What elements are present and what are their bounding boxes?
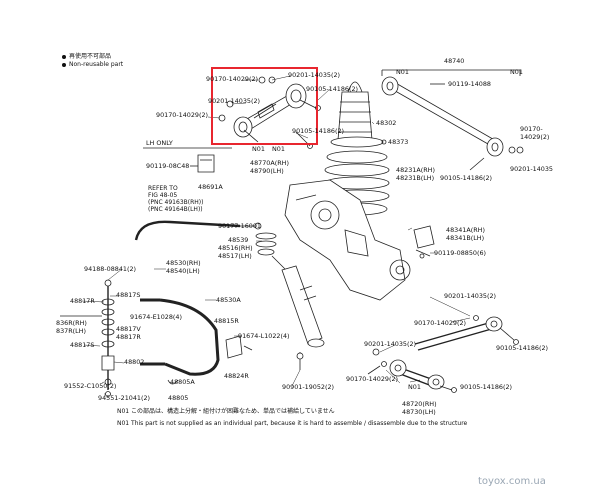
label-90170-r2: 14029(2) — [520, 133, 550, 141]
label-48691a: 48691A — [198, 183, 223, 191]
label-90105-14186-top: 90105-14186(2) — [306, 85, 359, 93]
label-48231a: 48231A(RH) — [396, 166, 435, 174]
legend-text-jp: 再使用不可部品 — [69, 53, 112, 60]
label-90105-14186-bm: 90105-14186(2) — [460, 383, 513, 391]
label-n01-e: N01 — [408, 383, 421, 391]
shock-mount-bracket — [413, 225, 435, 259]
label-48540-lh: 48540(LH) — [166, 267, 200, 275]
label-94188-08841: 94188-08841(2) — [84, 265, 137, 273]
label-48805a: 48805A — [170, 378, 195, 386]
label-48231b: 48231B(LH) — [396, 174, 435, 182]
label-48802: 48802 — [124, 358, 145, 366]
label-90201-14035-bl: 90201-14035(2) — [364, 340, 417, 348]
label-90170-14029-bl: 90170-14029(2) — [346, 375, 399, 383]
label-48817s-top: 48817S — [116, 291, 141, 299]
refer-line2: FIG 48-05 — [148, 192, 178, 199]
label-48790: 48790(LH) — [250, 167, 284, 175]
mount-bolt — [296, 352, 304, 370]
refer-note: REFER TO FIG 48-05 (PNC 49163B(RH)) (PNC… — [148, 185, 203, 213]
label-90177-16001: 90177-16001 — [218, 222, 261, 230]
highlight-box — [211, 67, 318, 145]
label-48730: 48730(LH) — [402, 408, 436, 416]
label-90119-08850: 90119-08850(6) — [434, 249, 487, 257]
stabilizer-bar — [134, 220, 253, 385]
label-48815r: 48815R — [214, 317, 239, 325]
label-90170-14029-top: 90170-14029(2) — [206, 75, 259, 83]
footnote-en: N01 This part is not supplied as an indi… — [117, 420, 468, 427]
lower-arm-upper — [414, 315, 519, 351]
axle-housing — [284, 179, 411, 301]
label-48341b: 48341B(LH) — [446, 234, 485, 242]
label-91674-e1028: 91674-E1028(4) — [130, 313, 182, 321]
label-836r: 836R(RH) — [56, 319, 87, 327]
label-n01-b: N01 — [272, 145, 285, 153]
label-90201-14035-mid: 90201-14035(2) — [208, 97, 261, 105]
watermark: toyox.com.ua — [478, 476, 546, 487]
refer-line3: (PNC 49163B(RH)) — [148, 199, 204, 206]
upper-control-arm — [233, 83, 307, 138]
label-90170-r: 90170- — [520, 125, 543, 133]
label-90201-14035-r: 90201-14035 — [510, 165, 553, 173]
label-48302: 48302 — [376, 119, 397, 127]
label-90201-14035-top: 90201-14035(2) — [288, 71, 341, 79]
label-48720: 48720(RH) — [402, 400, 437, 408]
label-90105-14186-r: 90105-14186(2) — [440, 174, 493, 182]
label-91552-c1050: 91552-C1050(2) — [64, 382, 117, 390]
label-48530-rh: 48530(RH) — [166, 259, 201, 267]
label-48373: 48373 — [388, 138, 409, 146]
lh-only-bracket — [143, 147, 232, 173]
lower-arm-lower — [367, 348, 457, 393]
footnote-jp: N01 この部品は、構造上分解・組付けが困難なため、単品では補給していません — [117, 408, 335, 415]
label-48740: 48740 — [444, 57, 465, 65]
refer-line4: (PNC 49164B(LH)) — [148, 206, 203, 213]
label-90119-14088: 90119-14088 — [448, 80, 491, 88]
bullet-icon — [62, 54, 66, 59]
label-48817r-2: 48817R — [116, 333, 141, 341]
refer-line1: REFER TO — [148, 185, 178, 192]
label-48517: 48517(LH) — [218, 252, 252, 260]
label-837r: 837R(LH) — [56, 327, 86, 335]
legend-text-en: Non-reusable part — [69, 61, 124, 68]
label-91674-l1022: 91674-L1022(4) — [238, 332, 290, 340]
label-90901-19052: 90901-19052(2) — [282, 383, 335, 391]
coil-spring — [324, 81, 390, 216]
label-48539: 48539 — [228, 236, 249, 244]
legend-reusable: 再使用不可部品 — [62, 53, 111, 61]
label-48770a: 48770A(RH) — [250, 159, 289, 167]
label-lh-only: LH ONLY — [146, 139, 173, 147]
label-90170-14029-br: 90170-14029(2) — [414, 319, 467, 327]
leader-lines — [81, 75, 471, 395]
label-94551-21041: 94551-21041(2) — [98, 394, 151, 402]
label-48817r: 48817R — [70, 297, 95, 305]
label-90105-14186-mid: 90105-14186(2) — [292, 127, 345, 135]
label-48341a: 48341A(RH) — [446, 226, 485, 234]
lateral-rod — [381, 69, 524, 171]
label-48516: 48516(RH) — [218, 244, 253, 252]
label-n01-d: N01 — [510, 68, 523, 76]
label-n01-c: N01 — [396, 68, 409, 76]
label-90119-08c48: 90119-08C48 — [146, 162, 190, 170]
label-48530a: 48530A — [216, 296, 241, 304]
label-90105-14186-br: 90105-14186(2) — [496, 344, 549, 352]
label-48817v: 48817V — [116, 325, 141, 333]
legend-nonreusable: Non-reusable part — [62, 61, 123, 69]
label-n01-a: N01 — [252, 145, 265, 153]
shock-absorber — [220, 222, 325, 348]
label-48805: 48805 — [168, 394, 189, 402]
label-90170-14029-mid: 90170-14029(2) — [156, 111, 209, 119]
label-90201-14035-br: 90201-14035(2) — [444, 292, 497, 300]
label-48817s-2: 48817S — [70, 341, 95, 349]
label-48824r: 48824R — [224, 372, 249, 380]
bullet-icon — [62, 62, 66, 67]
